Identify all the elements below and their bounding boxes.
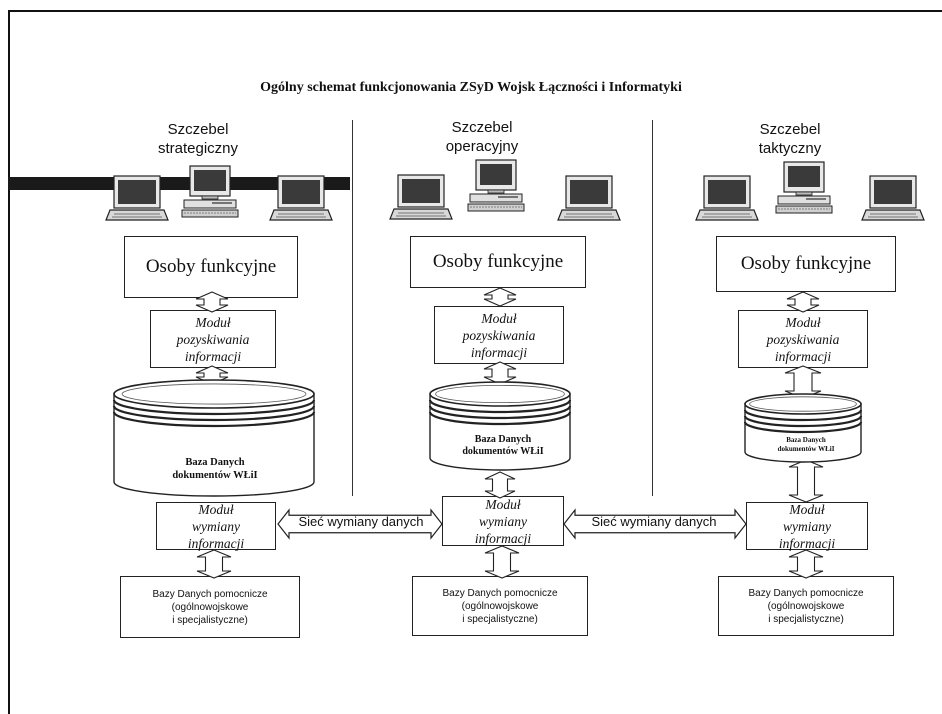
modul-pozyskiwania-box-operational: Moduł pozyskiwania informacji: [434, 306, 564, 364]
double-arrow-icon: [788, 459, 824, 503]
level-heading-strategic: Szczebel strategiczny: [157, 121, 239, 157]
osoby-funkcyjne-box-strategic: Osoby funkcyjne: [124, 236, 298, 298]
double-arrow-icon: [788, 549, 824, 579]
modul-wymiany-box-strategic: Moduł wymiany informacji: [156, 502, 276, 551]
database-cylinder-icon: [428, 381, 572, 471]
osoby-funkcyjne-box-operational: Osoby funkcyjne: [410, 236, 586, 288]
modul-wymiany-box-tactical: Moduł wymiany informacji: [746, 502, 868, 551]
level-heading-tactical: Szczebel taktyczny: [758, 121, 822, 157]
page-frame: [8, 10, 942, 714]
column-separator: [652, 120, 653, 496]
double-arrow-icon: [195, 291, 229, 313]
bazy-pomocnicze-box-strategic: Bazy Danych pomocnicze (ogólnowojskowe i…: [120, 576, 300, 638]
modul-wymiany-box-operational: Moduł wymiany informacji: [442, 496, 564, 546]
network-double-arrow-icon: [277, 508, 443, 540]
network-label-right: Sieć wymiany danych: [591, 514, 717, 529]
double-arrow-icon: [786, 291, 820, 313]
baza-label-operational: Baza Danych dokumentów WŁiI: [462, 434, 544, 457]
database-cylinder-icon: [743, 393, 863, 463]
network-double-arrow-icon: [563, 508, 747, 540]
network-label-left: Sieć wymiany danych: [298, 514, 424, 529]
diagram-title: Ogólny schemat funkcjonowania ZSyD Wojsk…: [260, 80, 682, 95]
osoby-funkcyjne-box-tactical: Osoby funkcyjne: [716, 236, 896, 292]
database-cylinder-icon: [112, 379, 316, 497]
double-arrow-icon: [484, 545, 520, 579]
column-separator: [352, 120, 353, 496]
baza-label-tactical: Baza Danych dokumentów WŁiI: [777, 436, 835, 453]
double-arrow-icon: [484, 471, 516, 499]
double-arrow-icon: [483, 361, 517, 385]
bazy-pomocnicze-box-operational: Bazy Danych pomocnicze (ogólnowojskowe i…: [412, 576, 588, 636]
baza-label-strategic: Baza Danych dokumentów WŁiI: [172, 457, 258, 481]
double-arrow-icon: [483, 287, 517, 307]
double-arrow-icon: [196, 549, 232, 579]
modul-pozyskiwania-box-strategic: Moduł pozyskiwania informacji: [150, 310, 276, 368]
level-heading-operational: Szczebel operacyjny: [445, 119, 519, 155]
modul-pozyskiwania-box-tactical: Moduł pozyskiwania informacji: [738, 310, 868, 368]
